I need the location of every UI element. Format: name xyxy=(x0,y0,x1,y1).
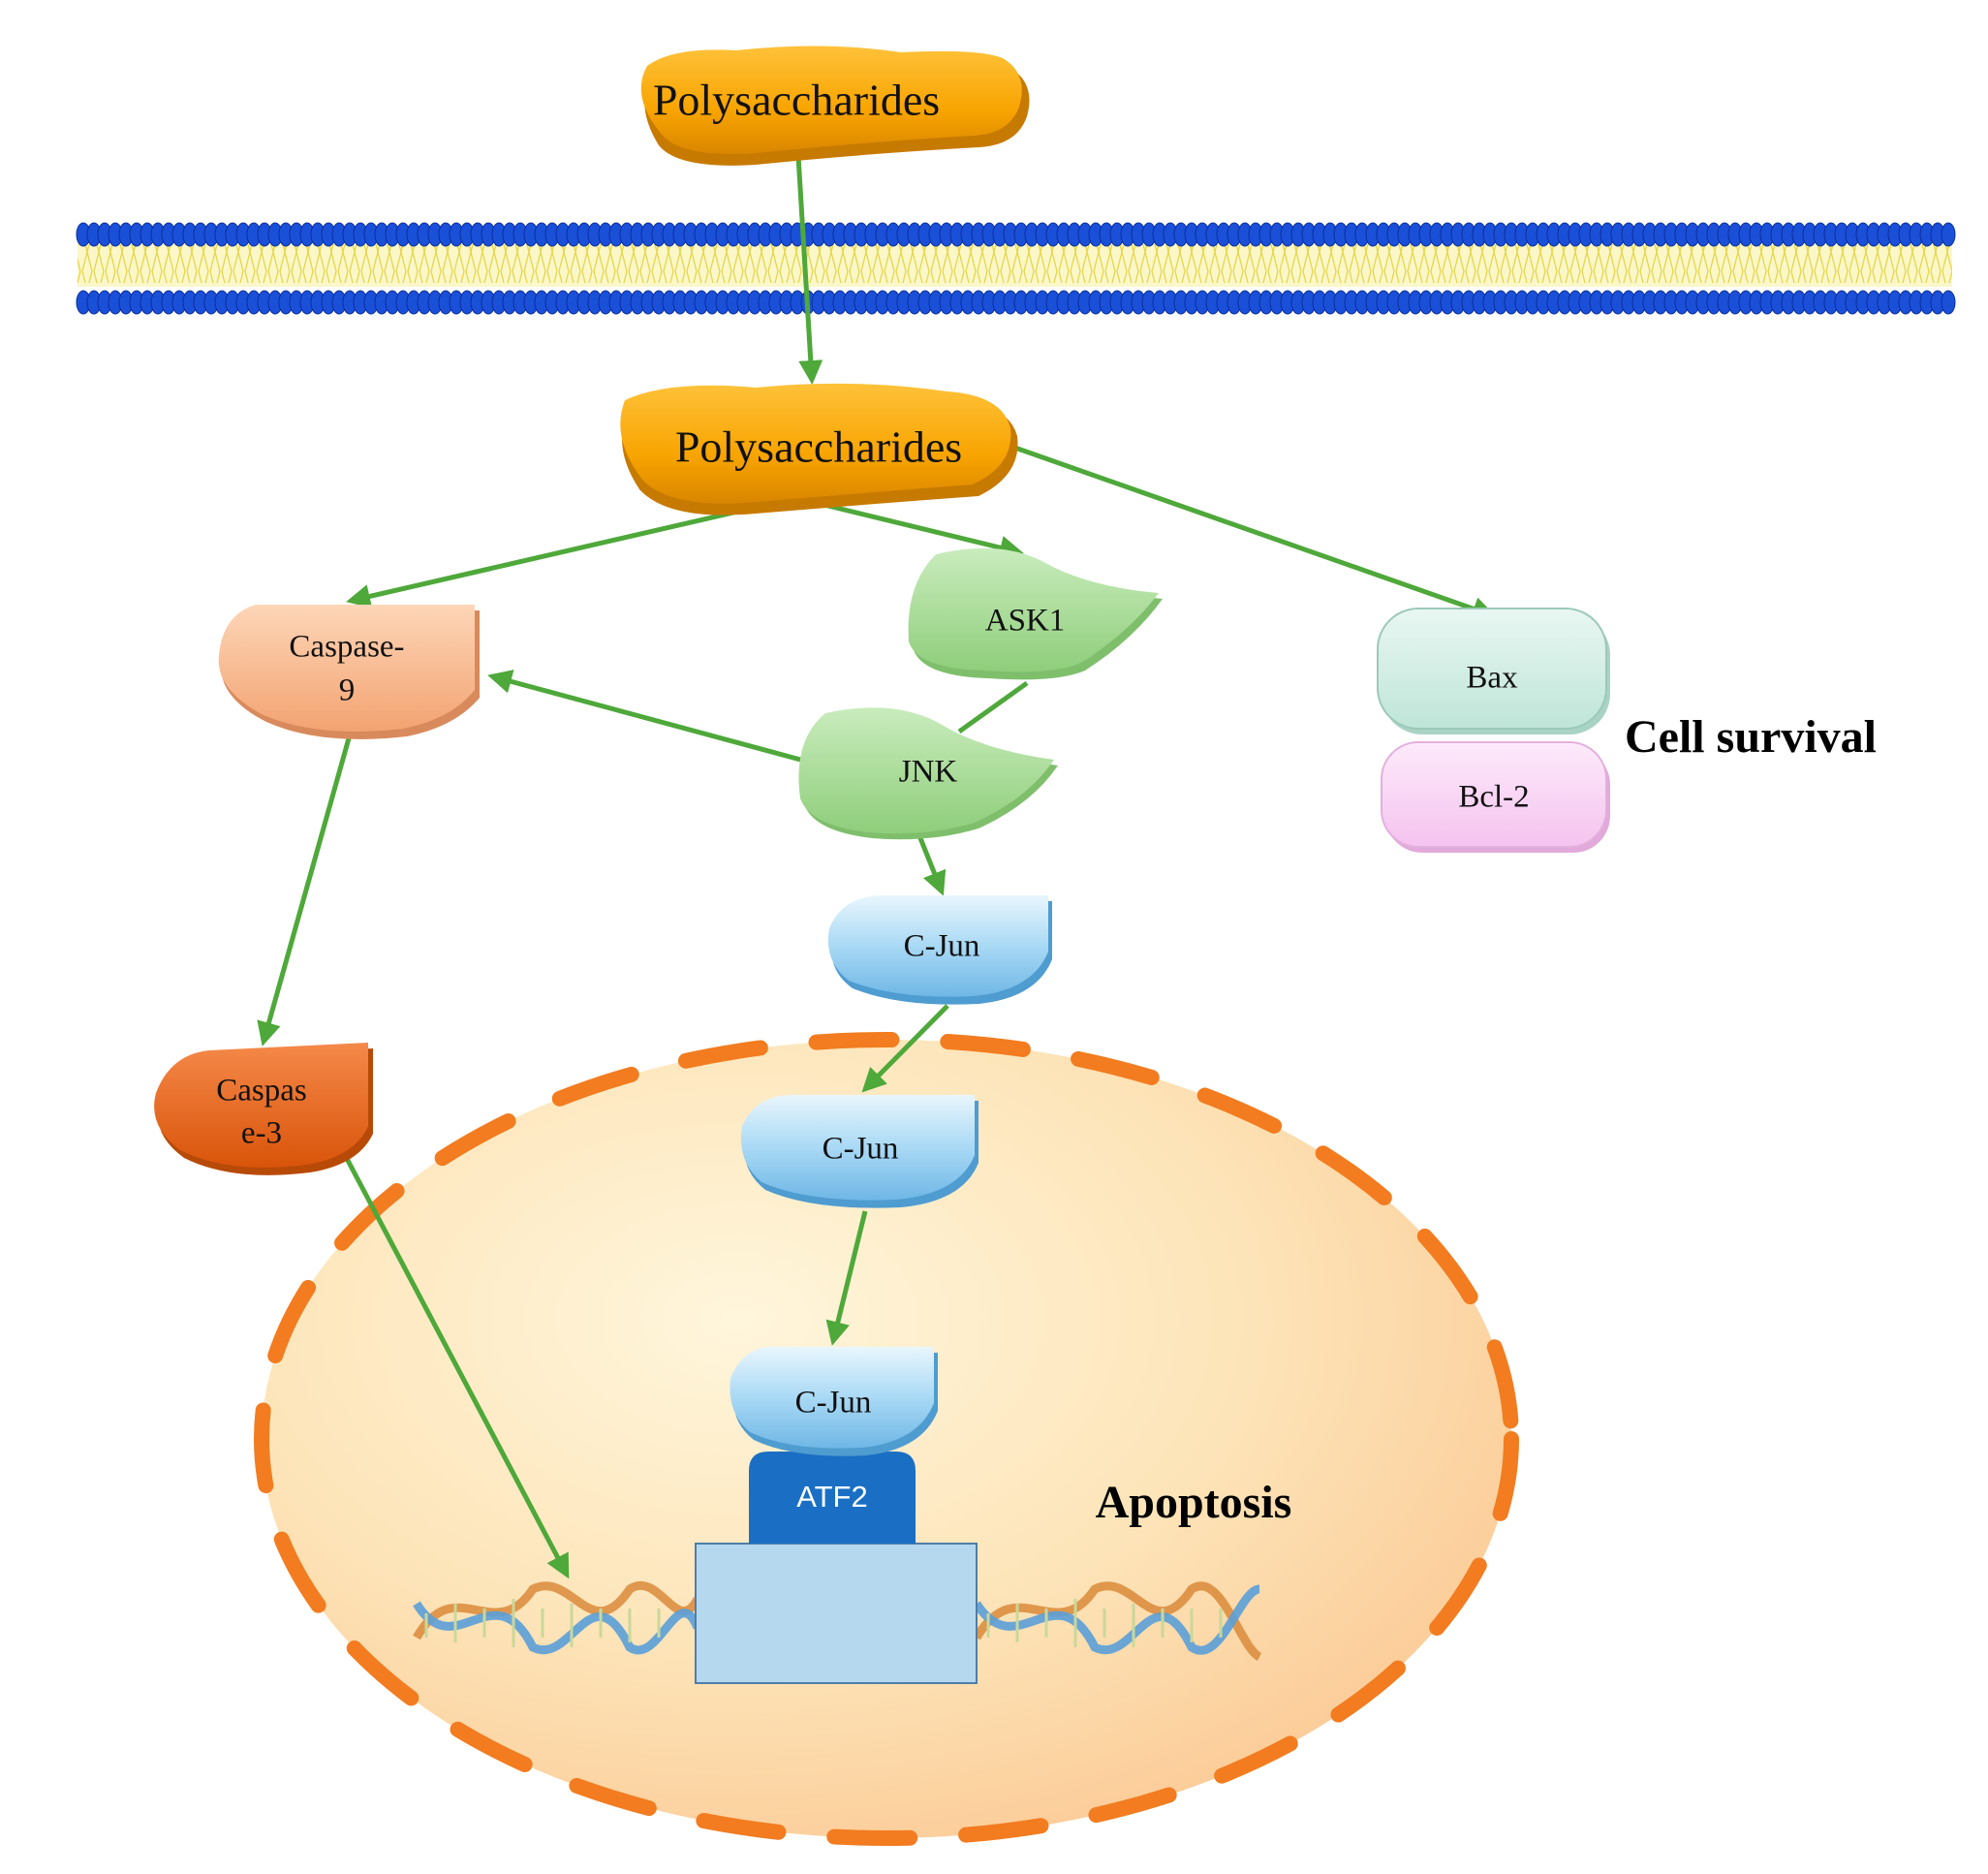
bax-label: Bax xyxy=(1466,661,1518,696)
jnk-node: JNK xyxy=(798,707,1058,840)
arrow-poly-out-to-poly-in xyxy=(793,123,823,385)
arrow-cjun-to-cjun-nuclear xyxy=(861,1004,949,1093)
ask1-node: ASK1 xyxy=(908,547,1163,680)
dna-helix xyxy=(413,1580,1262,1662)
caspase3-node: Caspas e-3 xyxy=(154,1043,373,1175)
arrow-caspase9-to-caspase3 xyxy=(257,737,352,1046)
caspase3-label-line1: Caspas xyxy=(216,1074,307,1109)
membrane-heads-bottom xyxy=(76,290,1956,315)
cjun-cytoplasm-node: C-Jun xyxy=(827,895,1052,1005)
cell-survival-label: Cell survival xyxy=(1625,711,1877,763)
caspase9-label-line1: Caspase- xyxy=(289,630,404,665)
caspase3-label-line2: e-3 xyxy=(241,1116,282,1151)
membrane-head xyxy=(1941,290,1956,315)
polysaccharides-outside-node: Polysaccharides xyxy=(640,46,1030,166)
membrane-heads-top xyxy=(76,222,1956,247)
membrane-head xyxy=(1941,222,1956,247)
arrow-poly-to-caspase9 xyxy=(346,495,797,609)
arrow-jnk-to-cjun xyxy=(916,832,947,896)
apoptosis-label: Apoptosis xyxy=(1096,1477,1292,1528)
arrow-poly-to-bax xyxy=(1009,443,1497,621)
arrows xyxy=(257,123,1497,1579)
cjun-nuclear-label: C-Jun xyxy=(823,1132,899,1167)
cell-membrane xyxy=(76,222,1956,315)
cjun-bound-node: C-Jun xyxy=(730,1347,938,1456)
dna-left xyxy=(413,1580,702,1655)
link-ask1-to-jnk xyxy=(957,680,1029,734)
jnk-label: JNK xyxy=(899,755,958,790)
arrow-cjun-nuclear-to-cjun-bound xyxy=(825,1210,868,1346)
bcl2-node: Bcl-2 xyxy=(1381,741,1610,853)
caspase9-node: Caspase- 9 xyxy=(218,605,480,739)
cjun-cytoplasm-label: C-Jun xyxy=(904,929,980,964)
atf2-label: ATF2 xyxy=(796,1480,868,1514)
bcl2-label: Bcl-2 xyxy=(1458,780,1529,815)
arrow-caspase3-to-dna xyxy=(341,1151,570,1579)
caspase9-label-line2: 9 xyxy=(339,673,356,708)
polysaccharides-inside-label: Polysaccharides xyxy=(675,422,962,472)
cjun-nuclear-node: C-Jun xyxy=(740,1095,978,1208)
polysaccharides-outside-label: Polysaccharides xyxy=(653,76,940,125)
ask1-label: ASK1 xyxy=(985,604,1066,639)
arrow-jnk-to-caspase9 xyxy=(487,670,805,764)
atf2-node: ATF2 xyxy=(749,1452,916,1544)
dna-right xyxy=(973,1581,1262,1662)
dna-binding-box xyxy=(695,1543,978,1684)
polysaccharides-inside-node: Polysaccharides xyxy=(620,383,1018,515)
cjun-bound-label: C-Jun xyxy=(795,1386,872,1421)
bax-node: Bax xyxy=(1377,608,1610,734)
